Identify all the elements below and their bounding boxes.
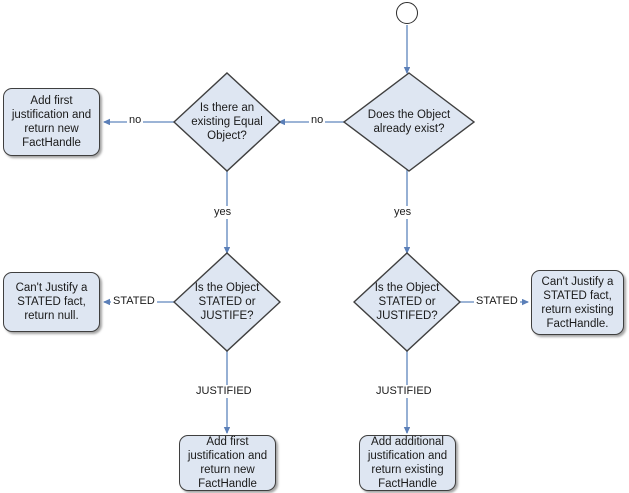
process-add-additional-justification[interactable]: Add additional justification and return … [359,435,456,491]
diamond-shape [173,252,281,352]
process-label: Add additional justification and return … [367,436,448,490]
decision-existing-equal-object[interactable]: Is there an existing Equal Object? [173,72,281,172]
start-node[interactable] [396,2,418,24]
process-add-first-justification-bottom[interactable]: Add first justification and return new F… [179,435,276,491]
edge-label-no-left: no [127,114,144,127]
edge-label-justified-left: JUSTIFIED [194,385,254,398]
diamond-shape [343,72,475,172]
diamond-shape [173,72,281,172]
process-label: Add first justification and return new F… [11,95,92,149]
edge-label-justified-right: JUSTIFIED [374,385,434,398]
edge-label-stated-left: STATED [111,295,157,308]
process-cant-justify-return-existing-facthandle[interactable]: Can't Justify a STATED fact, return exis… [531,270,624,335]
process-label: Can't Justify a STATED fact, return null… [15,282,88,322]
edge-label-yes-right: yes [392,206,414,219]
edge-label-yes-left: yes [212,206,234,219]
process-label: Can't Justify a STATED fact, return exis… [541,275,614,330]
decision-does-object-exist[interactable]: Does the Object already exist? [343,72,475,172]
edge-label-stated-right: STATED [474,295,520,308]
process-cant-justify-return-null[interactable]: Can't Justify a STATED fact, return null… [3,272,100,332]
decision-stated-or-justifed[interactable]: Is the Object STATED or JUSTIFED? [353,252,461,352]
decision-stated-or-justife[interactable]: Is the Object STATED or JUSTIFE? [173,252,281,352]
process-add-first-justification-top[interactable]: Add first justification and return new F… [3,88,100,156]
process-label: Add first justification and return new F… [187,436,268,490]
edge-label-no-right: no [309,114,326,127]
diamond-shape [353,252,461,352]
